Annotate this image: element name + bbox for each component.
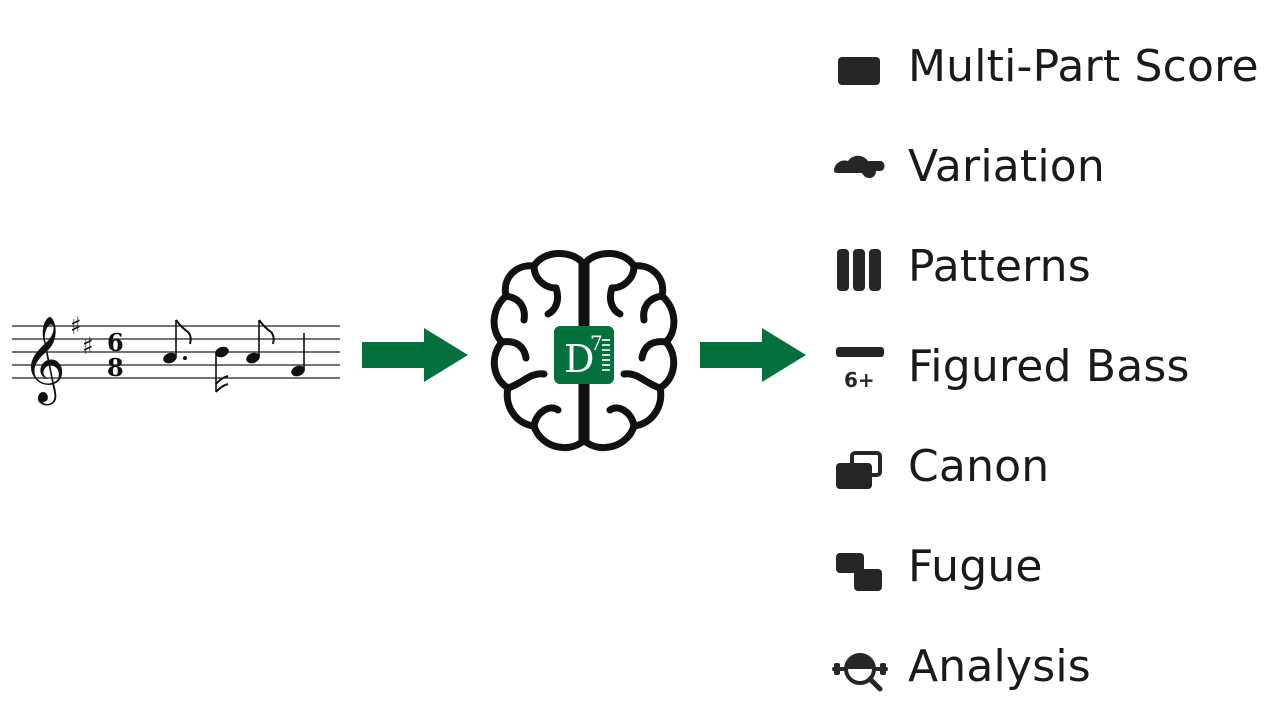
output-item-fugue: Fugue — [832, 537, 1272, 597]
output-label: Patterns — [908, 241, 1091, 292]
output-item-analysis: Analysis — [832, 637, 1272, 697]
arrow-shape — [700, 328, 806, 382]
output-item-canon: Canon — [832, 437, 1272, 497]
music-staff: 𝄞 ♯ ♯ 6 8 — [12, 312, 340, 406]
output-label: Analysis — [908, 641, 1091, 692]
patterns-icon — [832, 237, 888, 297]
chip-letter: D — [564, 337, 594, 381]
key-signature-sharps: ♯ ♯ — [70, 312, 94, 360]
analysis-icon — [832, 637, 888, 697]
figured-bass-icon: 6+ — [832, 337, 888, 397]
arrow-engine-to-outputs — [700, 328, 806, 382]
note-sixteenth — [215, 346, 229, 393]
note-dotted-eighth — [163, 319, 192, 364]
music-score-snippet: 𝄞 ♯ ♯ 6 8 — [10, 300, 350, 410]
brain-icon: D 7 — [490, 250, 678, 452]
variation-icon — [832, 137, 888, 197]
multi-part-score-icon — [832, 37, 888, 97]
note-quarter — [291, 333, 305, 377]
output-label: Figured Bass — [908, 341, 1190, 392]
svg-text:♯: ♯ — [82, 332, 94, 360]
output-item-multi-part-score: Multi-Part Score — [832, 37, 1272, 97]
output-label: Canon — [908, 441, 1050, 492]
output-label: Multi-Part Score — [908, 41, 1259, 92]
chip-superscript: 7 — [590, 331, 603, 355]
time-signature-bottom: 8 — [107, 353, 124, 382]
output-label: Variation — [908, 141, 1106, 192]
treble-clef-icon: 𝄞 — [22, 316, 66, 406]
figured-bass-figure: 6+ — [844, 368, 875, 392]
brain-engine: D 7 — [486, 248, 682, 460]
time-signature-top: 6 — [107, 328, 124, 357]
fugue-icon — [832, 537, 888, 597]
output-item-figured-bass: 6+ Figured Bass — [832, 337, 1272, 397]
arrow-shape — [362, 328, 468, 382]
output-item-patterns: Patterns — [832, 237, 1272, 297]
note-eighth — [246, 319, 275, 364]
canon-icon — [832, 437, 888, 497]
output-label: Fugue — [908, 541, 1043, 592]
d7-chip: D 7 — [554, 326, 614, 384]
output-item-variation: Variation — [832, 137, 1272, 197]
svg-text:♯: ♯ — [70, 312, 82, 340]
arrow-input-to-engine — [362, 328, 468, 382]
